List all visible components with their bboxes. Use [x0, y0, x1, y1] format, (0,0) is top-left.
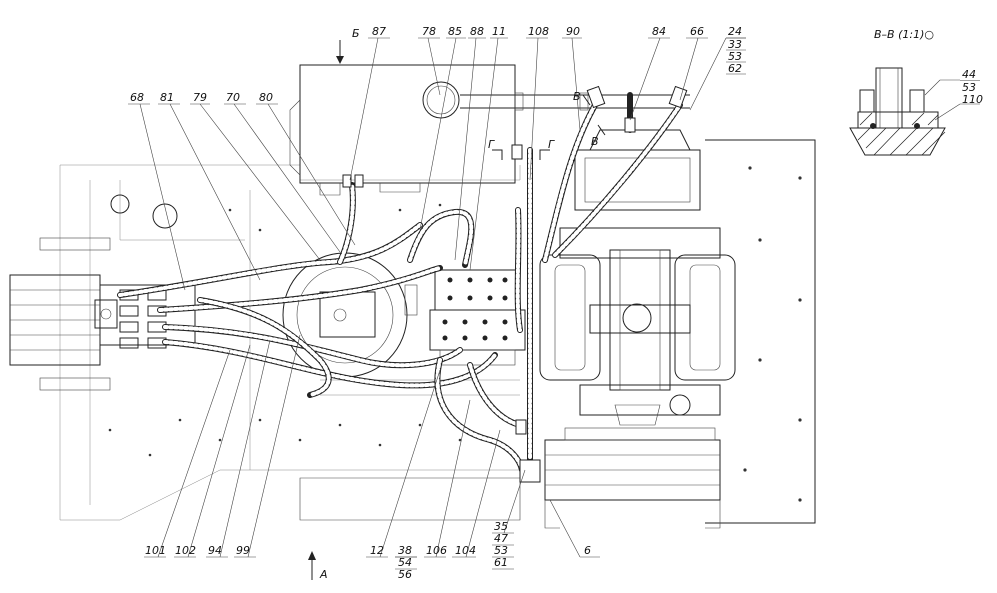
callout-61: 61	[494, 556, 508, 569]
view-mark-g-left: Г	[488, 138, 495, 151]
callout-108: 108	[528, 25, 549, 38]
left-callouts: 68 81 79 70 80	[130, 91, 273, 104]
callout-24: 24	[728, 25, 742, 38]
callout-53-top: 53	[728, 50, 742, 63]
callout-104: 104	[455, 544, 476, 557]
chassis-frame	[59, 139, 816, 524]
section-title: В–В (1:1)○	[874, 28, 934, 41]
callout-94: 94	[208, 544, 222, 557]
callout-6: 6	[584, 544, 591, 557]
callout-79: 79	[193, 91, 207, 104]
callout-68: 68	[130, 91, 144, 104]
view-mark-a: А	[319, 568, 328, 581]
callout-38: 38	[398, 544, 412, 557]
view-mark-g-right: Г	[548, 138, 555, 151]
callout-54: 54	[398, 556, 412, 569]
callout-88: 88	[470, 25, 484, 38]
callout-80: 80	[259, 91, 273, 104]
callout-106: 106	[426, 544, 447, 557]
callout-44: 44	[962, 68, 976, 81]
callout-87: 87	[372, 25, 386, 38]
hydraulic-hoses	[117, 92, 683, 473]
leader-lines	[128, 37, 980, 558]
valve-block	[404, 269, 526, 366]
callout-12: 12	[370, 544, 384, 557]
callout-11: 11	[492, 25, 506, 38]
callout-53-bottom: 53	[494, 544, 508, 557]
view-mark-v-upper: В	[573, 90, 581, 103]
callout-110: 110	[962, 93, 983, 106]
callout-101: 101	[145, 544, 166, 557]
callout-78: 78	[422, 25, 436, 38]
callout-35: 35	[494, 520, 508, 533]
bottom-callouts: 101 102 94 99 12 106 104 6 38 54 56 35 4…	[145, 520, 591, 581]
view-arrows: Б А Г Г В В	[308, 27, 606, 581]
callout-53-section: 53	[962, 81, 976, 94]
section-detail	[849, 67, 946, 156]
view-mark-b: Б	[352, 27, 360, 40]
callout-102: 102	[175, 544, 196, 557]
view-mark-v-lower: В	[591, 135, 599, 148]
section-labels: В–В (1:1)○ 44 53 110	[874, 28, 983, 106]
callout-90: 90	[566, 25, 580, 38]
callout-47: 47	[494, 532, 508, 545]
top-callouts: 87 78 85 88 11 108 90 84 66 24 33 53 62	[372, 25, 746, 75]
callout-70: 70	[226, 91, 240, 104]
callout-33: 33	[728, 38, 742, 51]
callout-66: 66	[690, 25, 704, 38]
callout-85: 85	[448, 25, 462, 38]
callout-99: 99	[236, 544, 250, 557]
left-connector-block	[9, 194, 196, 391]
callout-84: 84	[652, 25, 666, 38]
callout-56: 56	[398, 568, 412, 581]
callout-62: 62	[728, 62, 742, 75]
callout-81: 81	[160, 91, 174, 104]
engine-block	[539, 129, 736, 529]
